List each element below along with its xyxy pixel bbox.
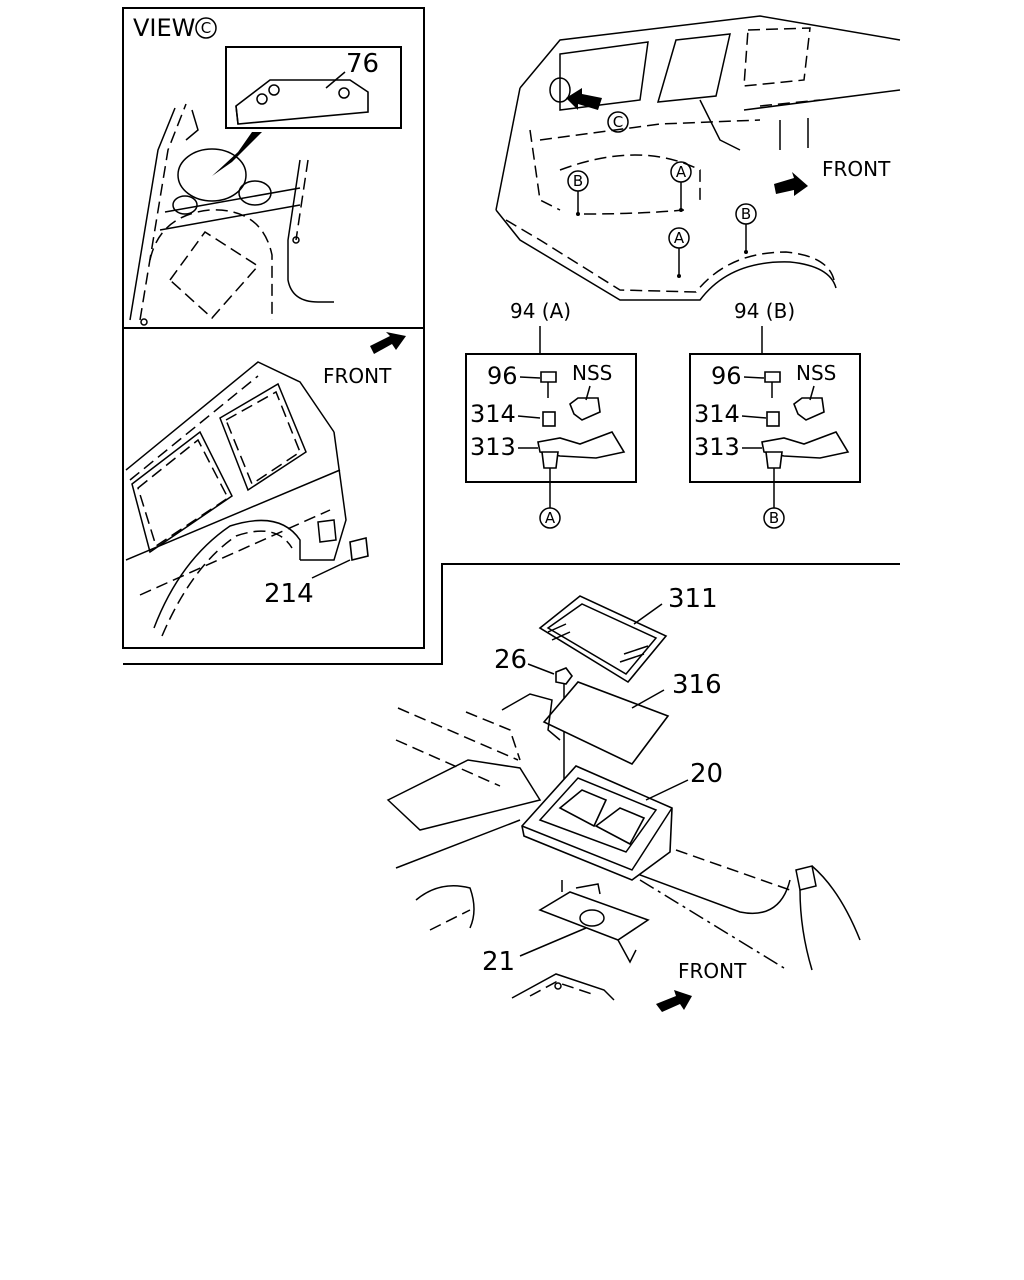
kit-94a: 94 (A) 96 NSS 314 313 A <box>465 299 637 529</box>
kit-b-title: 94 (B) <box>734 299 795 323</box>
arrow-c <box>566 88 602 110</box>
view-letter-circle <box>195 17 217 39</box>
body-front-label: FRONT <box>822 157 891 181</box>
kit-a-96: 96 <box>487 362 518 390</box>
kit-a-nss: NSS <box>572 361 612 385</box>
front-arrow-body <box>774 172 808 196</box>
clip-nss-b <box>793 397 825 421</box>
kit-94b: 94 (B) 96 NSS 314 313 B <box>689 299 861 529</box>
bracket-right <box>795 865 817 891</box>
callout-311: 311 <box>668 584 718 614</box>
nut-26 <box>555 667 573 685</box>
callout-21: 21 <box>482 947 515 977</box>
body-letter-c: C <box>613 113 623 131</box>
kit-b-letter: B <box>769 509 779 527</box>
callout-26: 26 <box>494 645 527 675</box>
box-assembly: 311 26 316 20 <box>386 584 861 1012</box>
callout-76: 76 <box>346 49 379 79</box>
tray-cell-right <box>594 807 646 846</box>
marker-b-right: B <box>741 205 751 223</box>
leader-316 <box>631 689 665 709</box>
tray-cell-left <box>558 789 608 828</box>
pad-316 <box>542 681 670 766</box>
side-view-panel: FRONT 214 <box>122 327 425 649</box>
cap-214 <box>349 537 369 561</box>
bracket-21 <box>538 891 650 941</box>
marker-b-left: B <box>573 172 583 190</box>
kit-a-313: 313 <box>470 433 516 461</box>
kit-b-313: 313 <box>694 433 740 461</box>
side-window <box>219 382 307 492</box>
kit-b-96: 96 <box>711 362 742 390</box>
side-front-label: FRONT <box>323 364 392 388</box>
leader-21 <box>519 927 587 957</box>
side-view-frame <box>122 327 425 649</box>
window-right <box>656 33 731 103</box>
panel-outline <box>168 230 260 320</box>
callout-20: 20 <box>690 759 723 789</box>
spacer-314-a <box>542 411 556 427</box>
leader-214 <box>311 559 351 579</box>
bolt-96-b <box>764 371 781 383</box>
leader-76 <box>325 71 346 89</box>
spacer-314-b <box>766 411 780 427</box>
front-arrow-side <box>370 332 406 354</box>
front-arrow-bottom <box>656 990 692 1012</box>
inset-pointer <box>212 132 262 176</box>
kit-a-letter: A <box>545 509 556 527</box>
kit-a-title: 94 (A) <box>510 299 571 323</box>
kit-a-314: 314 <box>470 400 516 428</box>
bolt-96-a <box>540 371 557 383</box>
callout-316: 316 <box>672 670 722 700</box>
view-c-panel: VIEW C 76 <box>122 7 425 329</box>
kit-b-nss: NSS <box>796 361 836 385</box>
tray-20 <box>521 765 673 881</box>
leader-311 <box>633 603 663 625</box>
callout-214: 214 <box>264 579 314 609</box>
body-view: C B A A B FRONT <box>495 15 901 301</box>
leader-20 <box>645 779 689 801</box>
leader-26 <box>527 663 555 675</box>
view-label: VIEW <box>133 14 195 42</box>
marker-a-top: A <box>676 163 687 181</box>
window-left <box>559 41 649 111</box>
view-letter: C <box>201 19 211 37</box>
section-divider <box>123 563 900 665</box>
lid-311 <box>538 595 668 684</box>
clip-nss-a <box>569 397 601 421</box>
rear-window <box>131 430 233 554</box>
marker-a-bottom: A <box>674 229 685 247</box>
kit-b-314: 314 <box>694 400 740 428</box>
bottom-front-label: FRONT <box>678 959 747 983</box>
